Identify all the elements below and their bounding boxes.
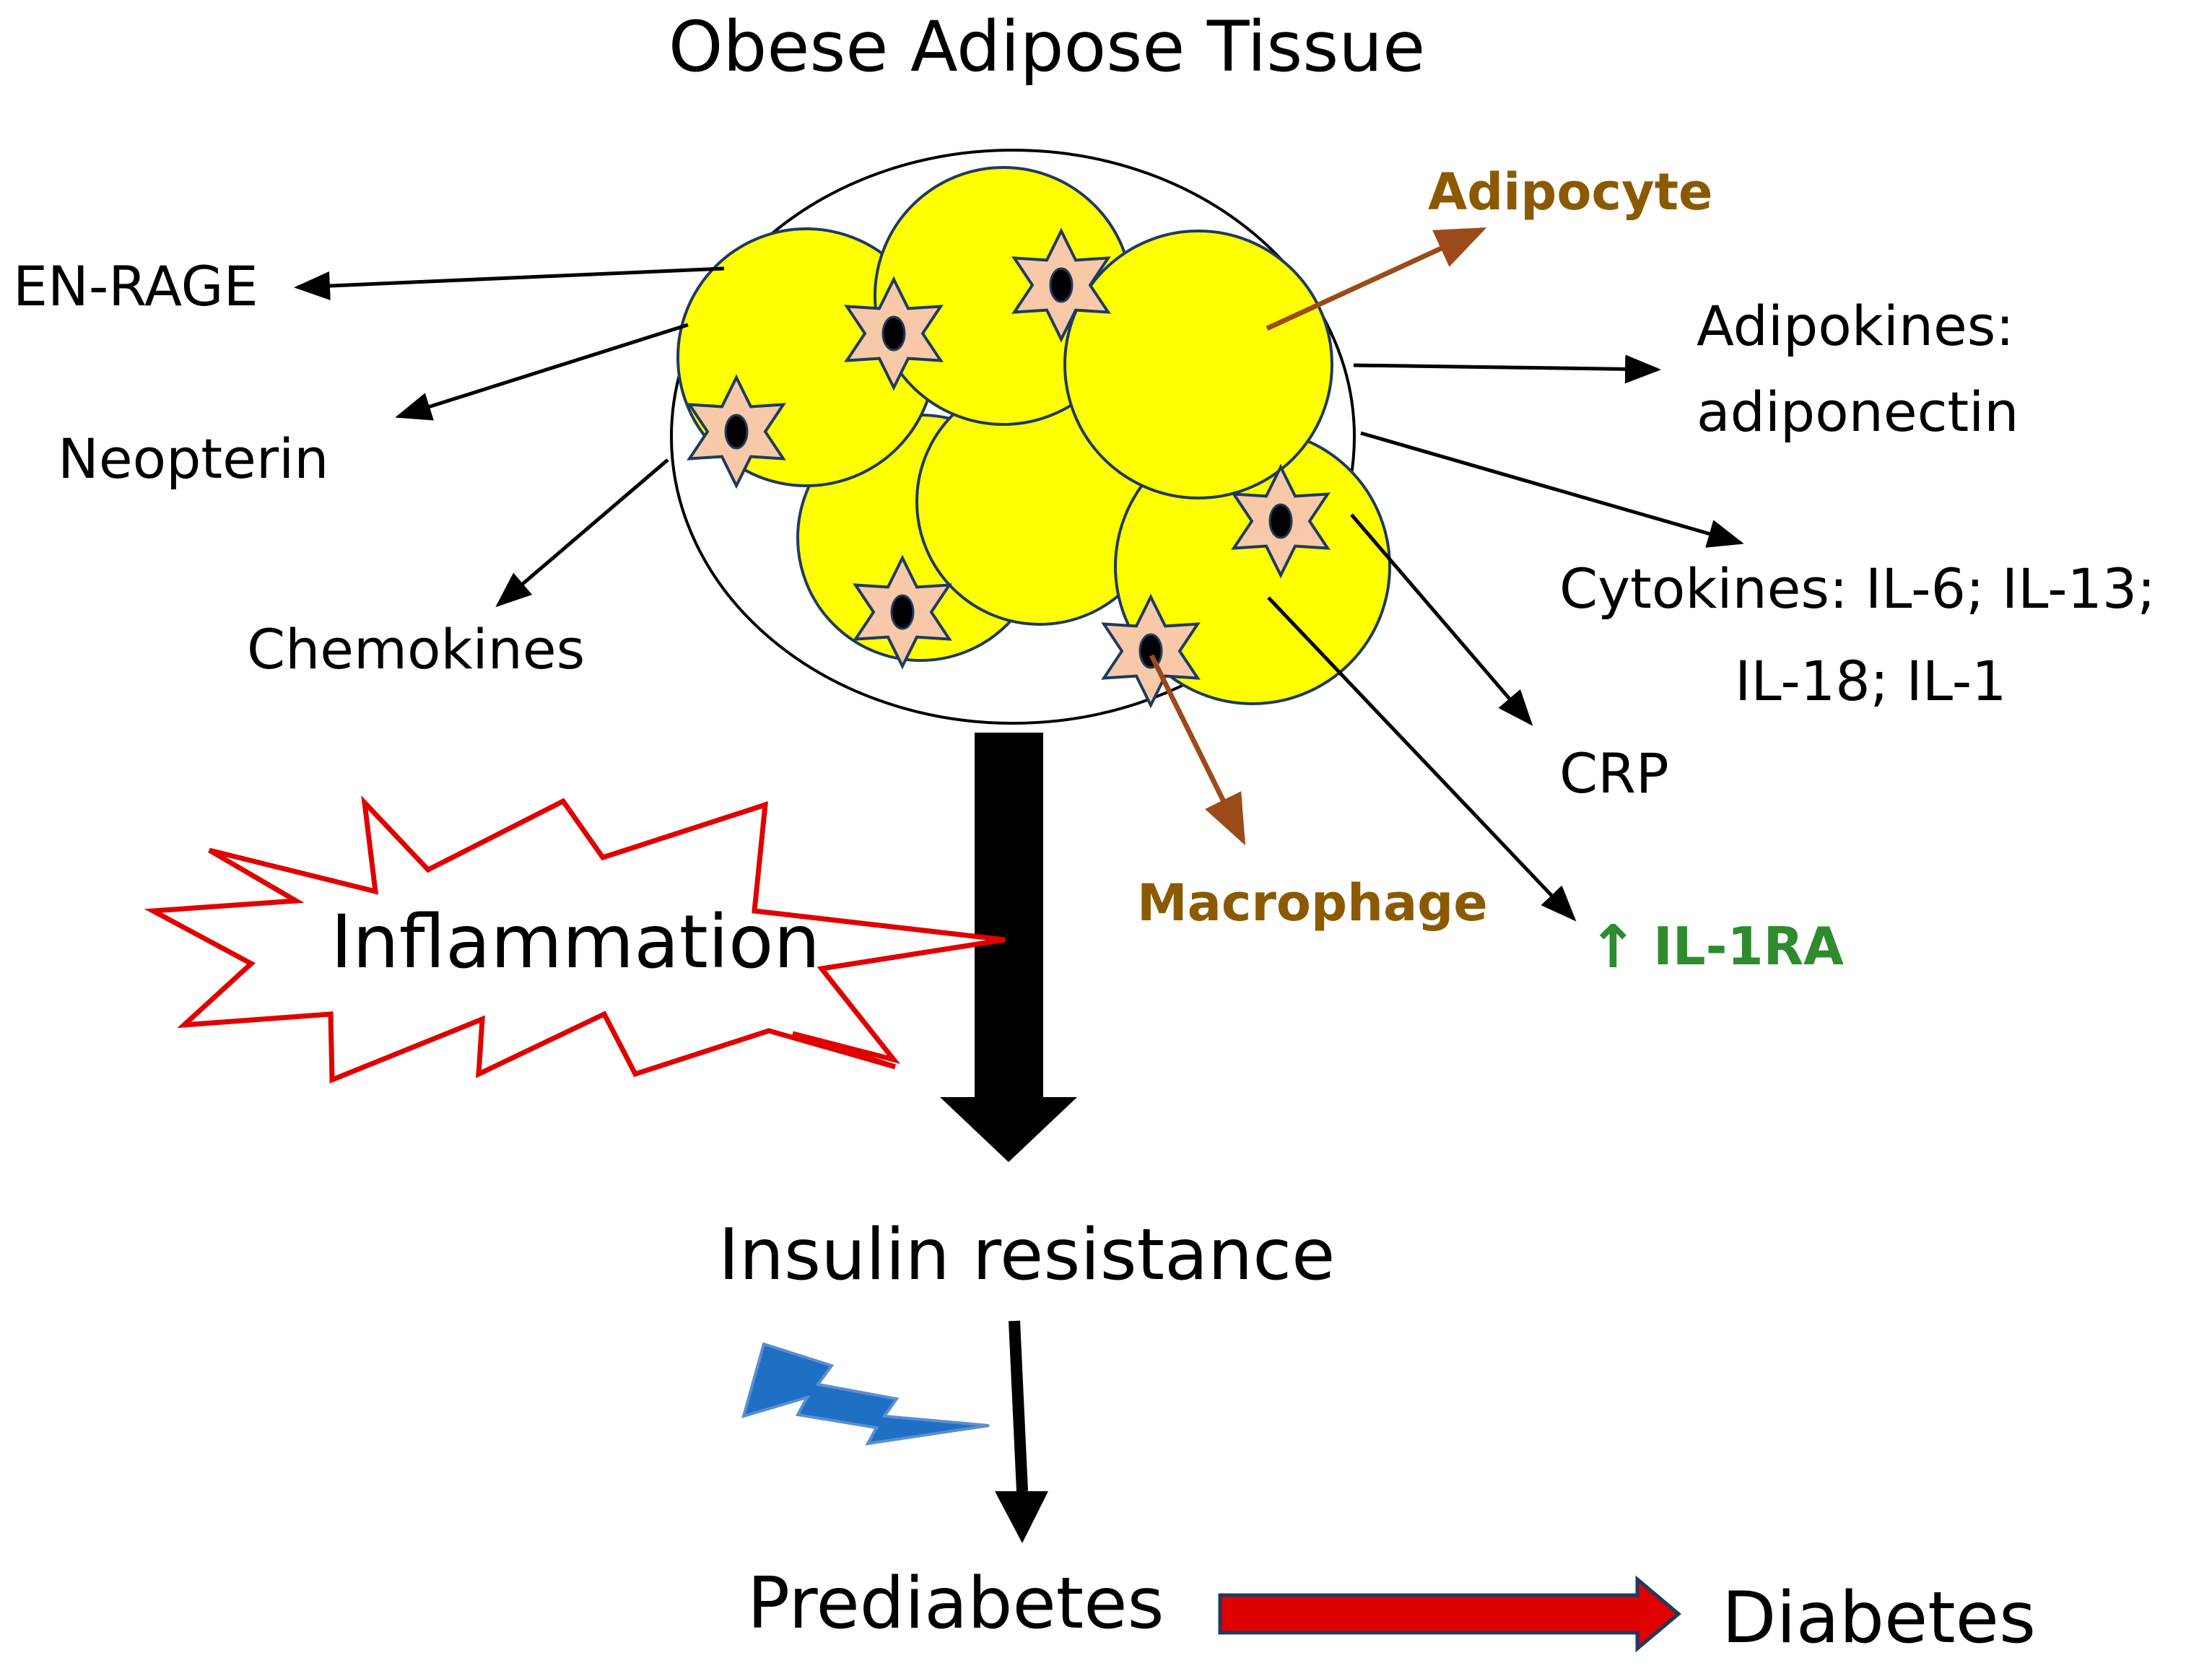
macrophage-nucleus (890, 594, 915, 630)
arrow-adipocyte-pointer (1266, 227, 1487, 331)
macrophage-nucleus (1049, 267, 1074, 303)
label-chemokines: Chemokines (247, 617, 585, 681)
label-macrophage: Macrophage (1137, 873, 1488, 933)
label-prediabetes: Prediabetes (747, 1563, 1164, 1645)
label-en-rage: EN-RAGE (13, 254, 258, 318)
label-cytokines-line1: Cytokines: IL-6; IL-13; (1559, 557, 2156, 621)
thin-down-arrowhead (995, 1491, 1048, 1543)
big-down-arrow (940, 733, 1077, 1162)
label-diabetes: Diabetes (1722, 1577, 2036, 1659)
adipocyte-cell (1063, 230, 1333, 499)
arrow-neopterin (395, 323, 689, 421)
label-neopterin: Neopterin (58, 427, 328, 491)
label-inflammation: Inflammation (331, 899, 820, 985)
arrow-crp (1350, 513, 1533, 726)
arrow-macrophage-pointer (1149, 654, 1246, 846)
label-adipocyte: Adipocyte (1428, 162, 1713, 222)
lightning-icon (741, 1342, 990, 1446)
thin-down-arrow (1009, 1320, 1028, 1492)
diagram-title: Obese Adipose Tissue (669, 6, 1425, 87)
red-right-arrow (1218, 1575, 1681, 1653)
up-arrow-icon: ↑ (1588, 913, 1638, 982)
inflammation-burst (144, 795, 1006, 1084)
label-insulin-resistance: Insulin resistance (718, 1214, 1335, 1296)
macrophage-nucleus (881, 315, 906, 352)
macrophage-nucleus (1268, 503, 1293, 539)
arrow-cytokines (1360, 431, 1744, 548)
arrow-chemokines (495, 458, 669, 608)
arrow-adipokines (1353, 354, 1661, 384)
macrophage-nucleus (1138, 633, 1163, 669)
arrow-il1ra (1267, 596, 1577, 922)
label-adipokines-line2: adiponectin (1697, 380, 2019, 444)
label-adipokines-line1: Adipokines: (1697, 294, 2014, 358)
macrophage-cells (687, 227, 1331, 709)
macrophage-nucleus (724, 414, 749, 450)
label-cytokines-line2: IL-18; IL-1 (1735, 649, 2007, 713)
arrow-en-rage (294, 266, 725, 301)
label-il1ra: IL-1RA (1653, 916, 1844, 977)
label-crp: CRP (1559, 741, 1669, 806)
